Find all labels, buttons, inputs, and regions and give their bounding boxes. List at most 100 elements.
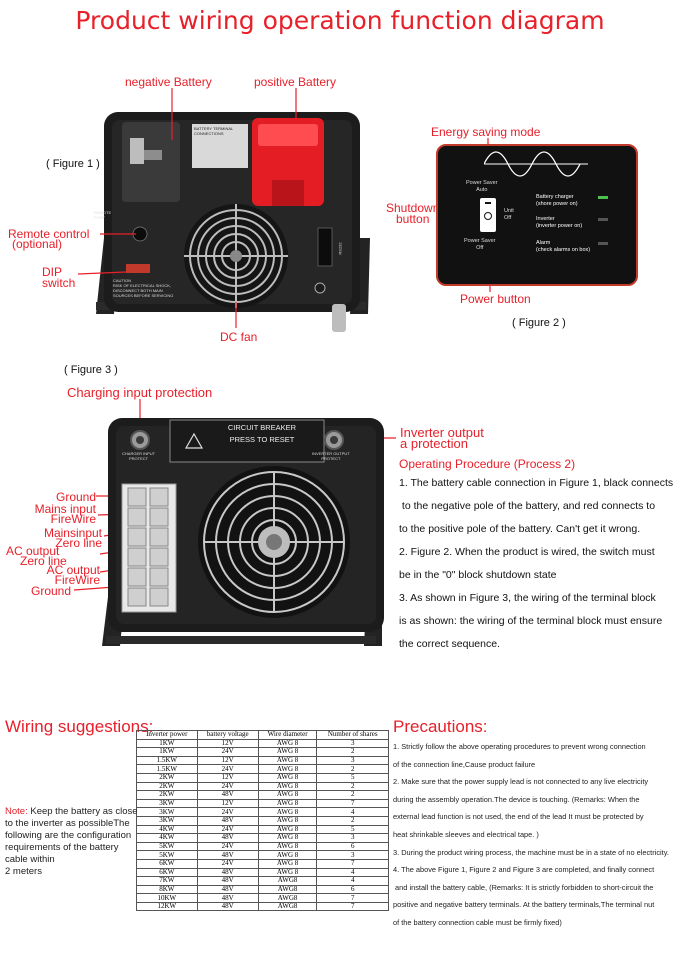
precautions-text: 1. Strictly follow the above operating p…	[393, 738, 680, 932]
table-cell: AWG 8	[257, 755, 318, 766]
figure-3-inverter	[102, 418, 384, 646]
table-cell: 2	[316, 781, 389, 792]
table-cell: 24V	[196, 764, 259, 774]
table-cell: 48V	[196, 833, 259, 843]
energy-saving-label: Energy saving mode	[431, 125, 541, 139]
wiring-column-header: Inverter power	[136, 730, 198, 740]
remote-control-optional-label: (optional)	[12, 237, 63, 251]
wiring-column-header: battery voltage	[196, 730, 259, 740]
procedure-line: the correct sequence.	[399, 638, 500, 650]
remote-port-text-2: PORT	[94, 215, 106, 220]
inverter-indicator-sub: (inverter power on)	[536, 223, 583, 229]
table-cell: 5	[316, 824, 389, 835]
table-cell: 48V	[196, 901, 259, 912]
table-cell: 5KW	[136, 841, 198, 852]
ground-top-label: Ground	[56, 490, 97, 504]
precautions-heading: Precautions:	[393, 717, 488, 736]
table-cell: AWG 8	[257, 798, 318, 809]
unit-off-label: Unit	[504, 208, 514, 214]
table-cell: 1KW	[136, 738, 198, 749]
table-cell: 7	[316, 893, 389, 903]
table-cell: 48V	[196, 815, 259, 826]
table-cell: 4KW	[136, 833, 198, 843]
unit-off-label-2: Off	[504, 215, 512, 221]
power-switch[interactable]	[480, 198, 496, 232]
figure-3-caption: ( Figure 3 )	[64, 364, 118, 376]
table-cell: 24V	[196, 747, 259, 757]
charger-led	[598, 196, 608, 199]
table-cell: 6KW	[136, 867, 198, 878]
precaution-line: of the connection line,Cause product fai…	[393, 759, 536, 769]
precaution-line: 4. The above Figure 1, Figure 2 and Figu…	[393, 865, 655, 875]
table-cell: AWG 8	[257, 738, 318, 749]
wiring-heading: Wiring suggestions:	[5, 717, 154, 736]
figure-1-caption: ( Figure 1 )	[46, 158, 100, 170]
ac-firewire-label-1: AC output	[46, 563, 100, 577]
table-cell: 3KW	[136, 798, 198, 809]
inverter-output-label-1: Inverter output	[400, 425, 484, 440]
ac-zero-label-1: AC output	[6, 544, 60, 558]
mains-firewire-label: Mains input FireWire	[8, 502, 96, 526]
table-cell: 2	[316, 815, 389, 826]
table-cell: 48V	[196, 850, 259, 860]
table-cell: 48V	[196, 884, 259, 895]
table-cell: 3	[316, 755, 389, 766]
power-saver-auto-label: Power Saver	[466, 180, 498, 186]
charger-protect-text-2: PROTECT	[129, 456, 149, 461]
precaution-line: heat shrinkable sleeves and electrical t…	[393, 829, 539, 839]
dc-fan-label: DC fan	[220, 330, 258, 344]
mains-firewire-label-1: Mains input	[34, 502, 96, 516]
table-cell: 48V	[196, 876, 259, 886]
charger-protect-text: CHARGER INPUT	[122, 451, 156, 456]
table-cell: 4	[316, 807, 389, 817]
procedure-line: 2. Figure 2. When the product is wired, …	[399, 546, 655, 558]
table-cell: 24V	[196, 841, 259, 852]
table-cell: 48V	[196, 790, 259, 800]
mains-zero-label: Mainsinput Zero line	[10, 527, 102, 550]
figure-1-inverter	[96, 112, 370, 332]
table-cell: 3KW	[136, 807, 198, 817]
mains-zero-label-2: Zero line	[55, 536, 102, 550]
table-cell: 3	[316, 850, 389, 860]
mains-firewire-label-2: FireWire	[50, 512, 96, 526]
circuit-breaker-text: CIRCUIT BREAKER	[227, 423, 297, 432]
table-cell: 3	[316, 833, 389, 843]
shutdown-button-label: button	[396, 212, 430, 226]
table-cell: 1.5KW	[136, 755, 198, 766]
inverter-output-protection-label: Inverter output a protection	[400, 425, 484, 451]
table-cell: 12V	[196, 772, 259, 783]
procedure-title: Operating Procedure (Process 2)	[399, 457, 576, 471]
table-cell: AWG 8	[257, 790, 318, 800]
ac-firewire-label: AC output FireWire	[10, 563, 100, 586]
table-cell: AWG 8	[257, 781, 318, 792]
table-cell: 2KW	[136, 790, 198, 800]
battery-terminal-text-2: CONNECTIONS	[194, 131, 224, 136]
inverter-output-label-2: a protection	[400, 436, 468, 451]
precaution-line: 3. During the product wiring process, th…	[393, 847, 669, 857]
table-cell: AWG 8	[257, 833, 318, 843]
alarm-indicator-label: Alarm	[536, 240, 551, 246]
table-cell: 2KW	[136, 781, 198, 792]
precaution-line: positive and negative battery terminals.…	[393, 900, 655, 910]
procedure-line: to the positive pole of the battery. Can…	[399, 523, 641, 535]
sine-wave-icon	[484, 151, 588, 177]
table-cell: 2	[316, 790, 389, 800]
table-cell: AWG 8	[257, 858, 318, 869]
table-cell: 48V	[196, 893, 259, 903]
table-cell: 12V	[196, 798, 259, 809]
wiring-note: Note: Keep the battery as close to the i…	[5, 806, 140, 878]
inverter-protect-text: INVERTER OUTPUT	[312, 451, 350, 456]
note-tail: 2 meters	[5, 866, 42, 877]
table-cell: 48V	[196, 867, 259, 878]
precaution-line: and install the battery cable, (Remarks:…	[393, 882, 654, 892]
wiring-column-header: Wire diameter	[257, 730, 318, 740]
